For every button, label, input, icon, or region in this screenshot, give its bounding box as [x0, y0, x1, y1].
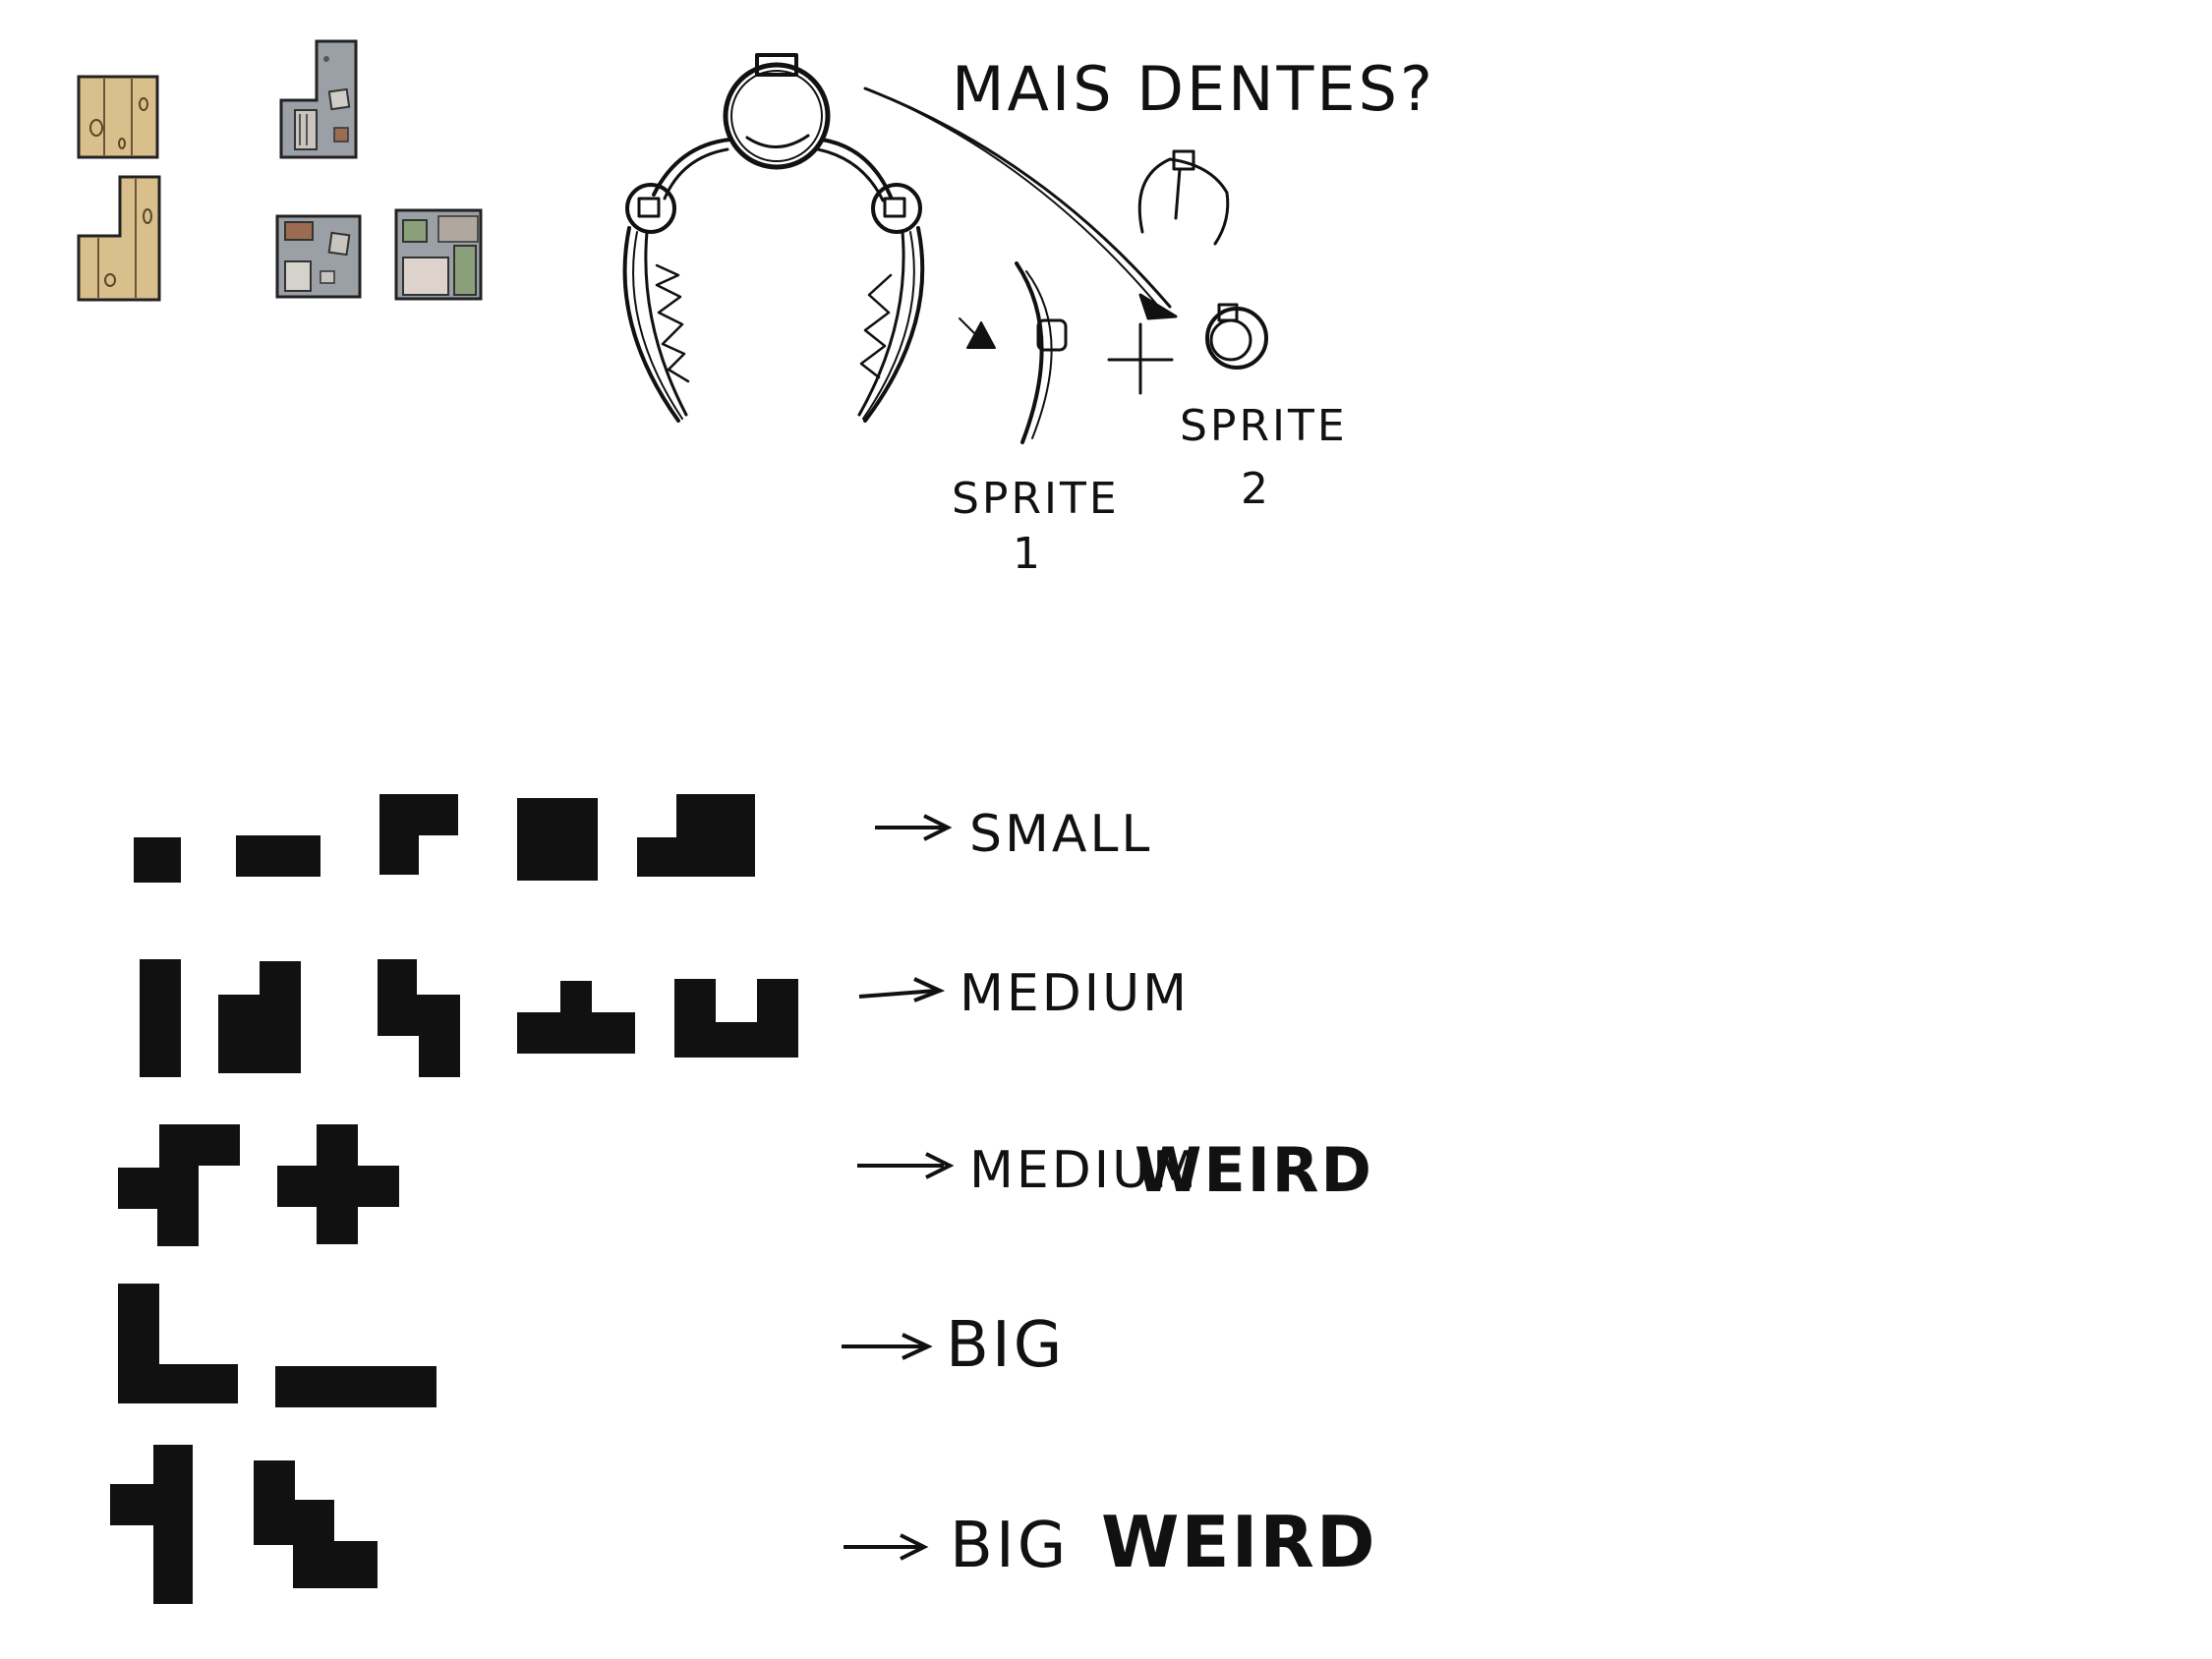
shape-medium-s: [378, 959, 460, 1077]
shape-small-bar: [236, 835, 320, 877]
label-big-weird-bold: WEIRD: [1101, 1501, 1377, 1583]
label-medium-weird-thin: MEDIUM: [969, 1141, 1199, 1200]
arrow-small: [875, 814, 953, 841]
shape-small-dot: [134, 837, 181, 883]
sprite-1-number: 1: [1013, 529, 1043, 579]
row-medium-weird: MEDIUM WEIRD: [118, 1124, 1373, 1246]
arrow-big-weird: [844, 1533, 929, 1561]
row-small: SMALL: [134, 794, 1152, 883]
row-big: BIG: [118, 1284, 1065, 1407]
shape-medium-j: [218, 961, 301, 1073]
sprite-1-text: SPRITE: [952, 474, 1120, 524]
shape-small-step: [637, 794, 755, 877]
shape-big-weird-t: [110, 1445, 193, 1604]
stone-tile-l-shape: [279, 39, 358, 159]
shape-medium-weird-f: [118, 1124, 240, 1246]
sprite-2-number: 2: [1241, 464, 1271, 514]
label-small: SMALL: [969, 805, 1152, 864]
shape-big-weird-z: [254, 1460, 378, 1588]
shape-small-square: [517, 798, 598, 881]
shape-big-l: [118, 1284, 238, 1403]
wood-tile-l-shape: [77, 175, 161, 302]
label-medium: MEDIUM: [960, 964, 1190, 1023]
arrow-medium-weird: [857, 1152, 955, 1179]
row-medium: MEDIUM: [140, 959, 1190, 1077]
sprite-1-label: SPRITE 1: [952, 474, 1120, 579]
shape-medium-t: [517, 981, 635, 1054]
shape-big-bar: [275, 1366, 437, 1407]
mais-dentes-note: MAIS DENTES?: [952, 53, 1435, 125]
shape-small-notch: [379, 794, 458, 875]
shape-medium-i: [140, 959, 181, 1077]
sprite-2-label: SPRITE 2: [1180, 401, 1348, 514]
label-big-weird-thin: BIG: [950, 1510, 1069, 1582]
stone-tile-square-2: [394, 208, 483, 301]
claw-sketch: [622, 53, 1268, 444]
arrow-big: [842, 1333, 933, 1360]
shape-medium-weird-plus: [277, 1124, 399, 1244]
shape-medium-u: [674, 979, 798, 1058]
row-big-weird: BIG WEIRD: [110, 1445, 1377, 1604]
label-medium-weird-bold: WEIRD: [1135, 1134, 1373, 1206]
arrow-medium: [858, 977, 946, 1002]
wood-tile-square: [77, 75, 159, 159]
label-big: BIG: [946, 1309, 1065, 1382]
stone-tile-square-1: [275, 214, 362, 299]
tile-thumbnails: [77, 39, 483, 302]
sprite-2-text: SPRITE: [1180, 401, 1348, 451]
